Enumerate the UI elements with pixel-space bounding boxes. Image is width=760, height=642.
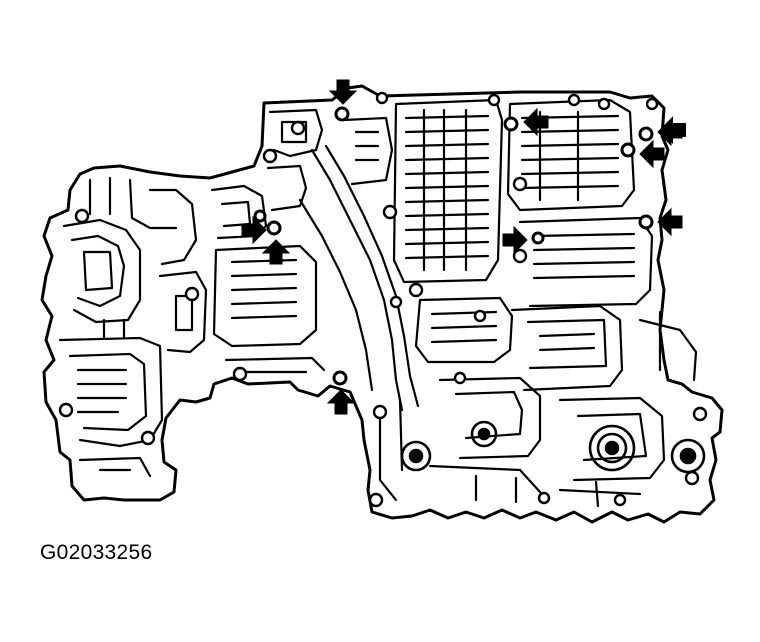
check-ball-icon: [638, 214, 654, 230]
check-ball-icon: [253, 209, 267, 223]
bore-hole-icon: [372, 404, 388, 420]
bore-hole-icon: [512, 176, 528, 192]
check-ball-icon: [638, 126, 654, 142]
bore-hole-icon: [512, 248, 528, 264]
bore-hole-icon: [368, 492, 384, 508]
check-ball-icon: [266, 220, 282, 236]
bore-hole-icon: [692, 406, 708, 422]
bore-hole-icon: [613, 493, 627, 507]
bore-hole-icon: [453, 371, 467, 385]
bore-hole-icon: [290, 120, 306, 136]
figure-id-label: G02033256: [40, 541, 153, 564]
fluid-passages: [58, 98, 698, 508]
bore-hole-icon: [645, 97, 659, 111]
solid-block-arrow-icon: [502, 226, 528, 254]
check-balls: [253, 106, 654, 386]
bore-hole-icon: [140, 430, 156, 446]
check-ball-icon: [531, 231, 545, 245]
check-ball-icon: [503, 116, 519, 132]
bore-holes: [58, 91, 708, 508]
check-ball-icon: [620, 142, 636, 158]
bore-hole-icon: [597, 97, 611, 111]
bore-hole-icon: [382, 204, 398, 220]
bore-hole-icon: [473, 309, 487, 323]
bore-hole-icon: [232, 366, 248, 382]
check-ball-icon: [334, 106, 350, 122]
bore-hole-icon: [537, 491, 551, 505]
bore-hole-icon: [389, 295, 403, 309]
bore-hole-icon: [487, 93, 501, 107]
bore-hole-icon: [408, 282, 424, 298]
check-ball-icon: [332, 370, 348, 386]
bore-hole-icon: [262, 148, 278, 164]
bore-hole-icon: [74, 208, 90, 224]
bore-hole-icon: [184, 286, 200, 302]
bore-hole-icon: [58, 402, 74, 418]
bore-hole-icon: [684, 470, 700, 486]
bore-hole-icon: [375, 91, 389, 105]
callout-arrow-extra: [661, 116, 686, 144]
bore-hole-icon: [567, 93, 581, 107]
large-bores: [400, 420, 706, 474]
solid-block-arrow-icon: [639, 140, 665, 168]
